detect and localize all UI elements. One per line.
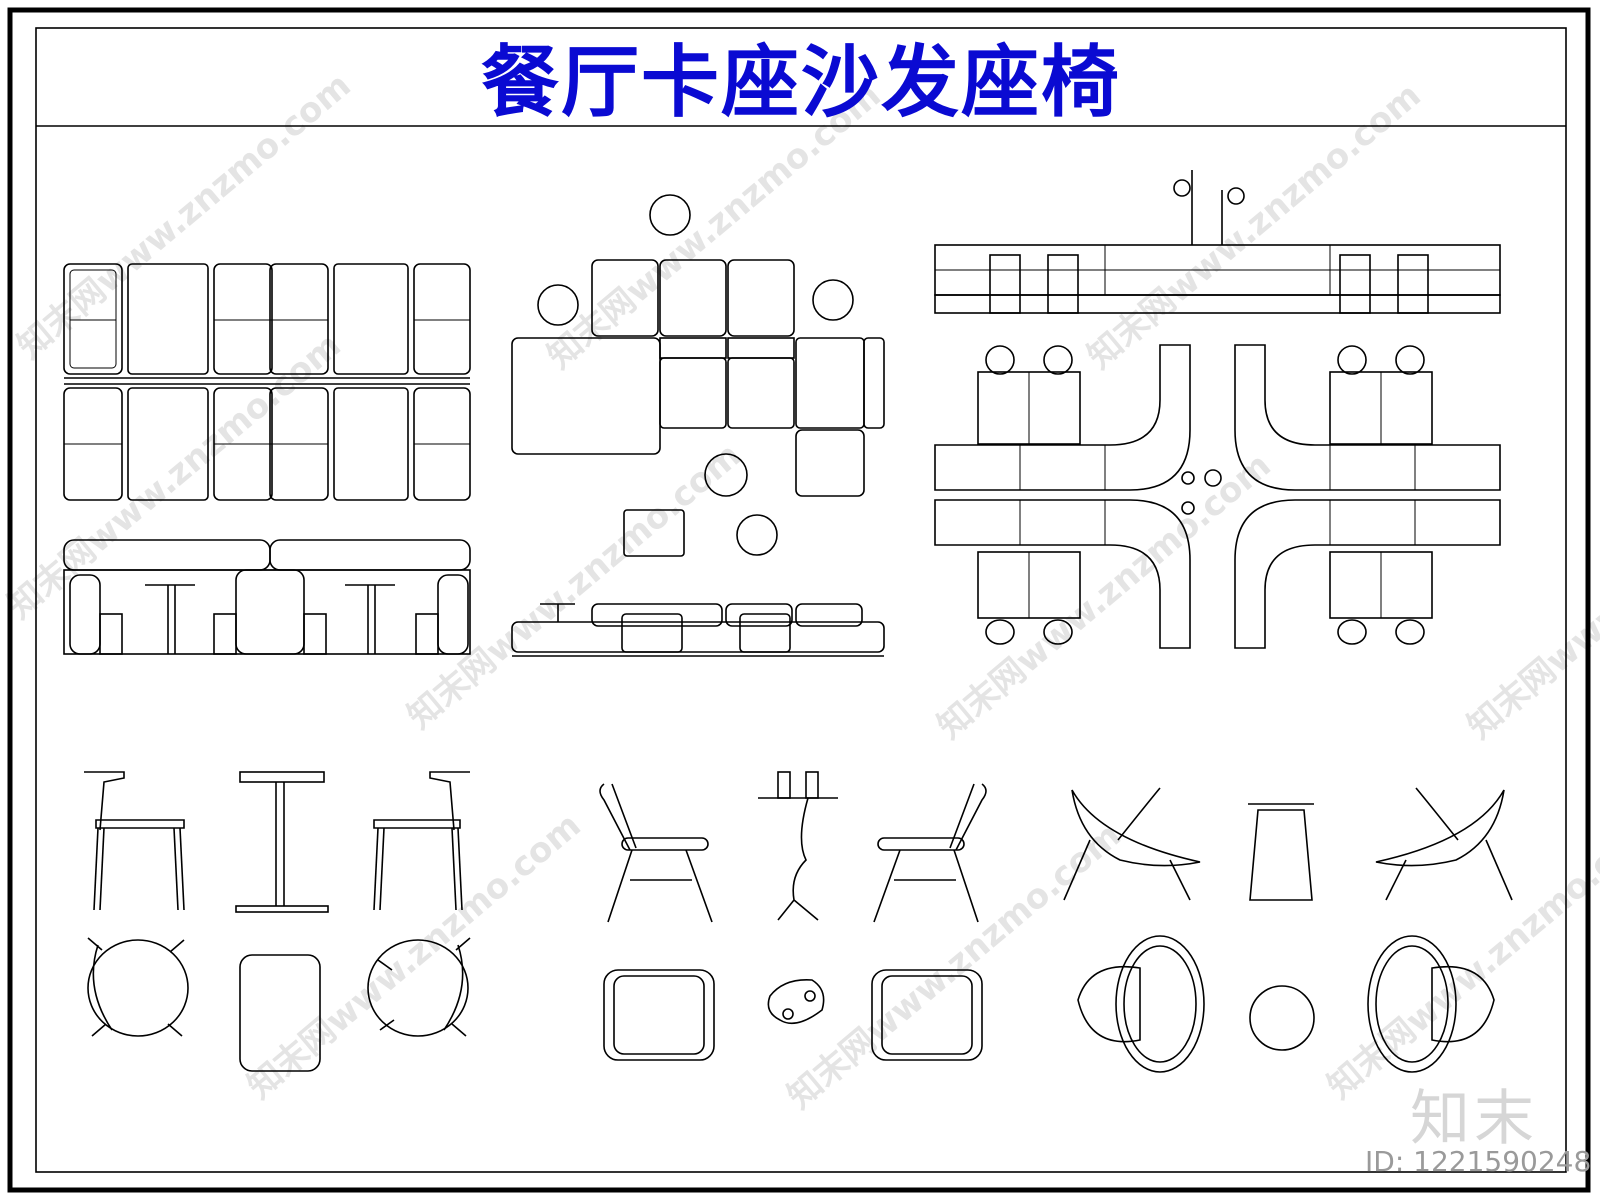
counter-seating-group [934, 170, 1501, 649]
watermark: 知末网www.znzmo.com [1320, 805, 1600, 1107]
watermark-layer: 知末网www.znzmo.com 知末网www.znzmo.com 知末网www… [0, 65, 1600, 1117]
watermark: 知末网www.znzmo.com [400, 435, 749, 737]
chair-set-1 [84, 771, 471, 1072]
chair-set-2 [599, 771, 987, 1061]
watermark: 知末网www.znzmo.com [0, 325, 349, 627]
booth-elevation-group [63, 539, 471, 655]
watermark: 知末网www.znzmo.com [780, 815, 1129, 1117]
modular-sofa-group [511, 194, 885, 657]
watermark: 知末网www.znzmo.com [240, 805, 589, 1107]
booth-plan-group [63, 263, 471, 501]
image-id: ID: 1221590248 [1365, 1145, 1592, 1178]
chair-set-3 [1063, 787, 1513, 1073]
page-title: 餐厅卡座沙发座椅 [480, 38, 1121, 128]
inner-frame [35, 27, 1567, 1173]
brand-logo: 知末 [1410, 1084, 1538, 1154]
outer-frame [7, 7, 1591, 1193]
